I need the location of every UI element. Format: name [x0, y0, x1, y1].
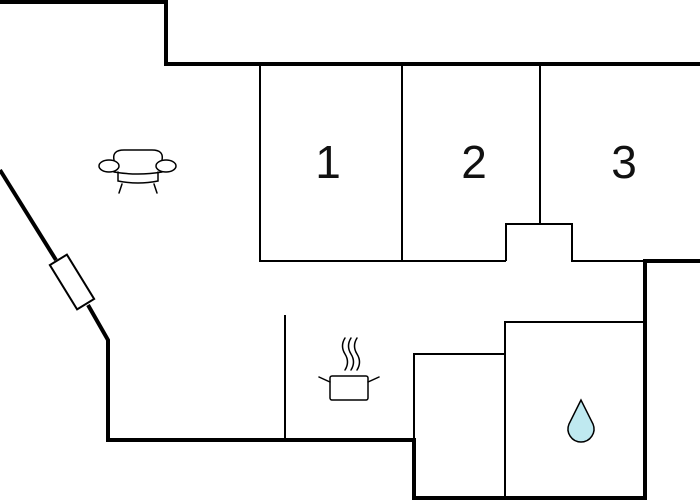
left-upper-wall	[0, 168, 58, 262]
bedroom-1-wall	[259, 64, 506, 262]
left-lower-wall	[86, 259, 700, 500]
door-icon	[48, 253, 96, 311]
room-label-1: 1	[315, 136, 341, 188]
storage-wall	[413, 353, 505, 440]
room-label-3: 3	[611, 136, 637, 188]
interior-walls	[259, 64, 645, 498]
sofa-icon	[98, 149, 177, 194]
top-wall	[0, 0, 700, 66]
cooking-pot-icon	[318, 337, 380, 401]
water-drop-icon	[567, 398, 595, 443]
room-label-2: 2	[461, 136, 487, 188]
bathroom-wall	[504, 321, 645, 498]
closet-notch	[505, 223, 645, 262]
